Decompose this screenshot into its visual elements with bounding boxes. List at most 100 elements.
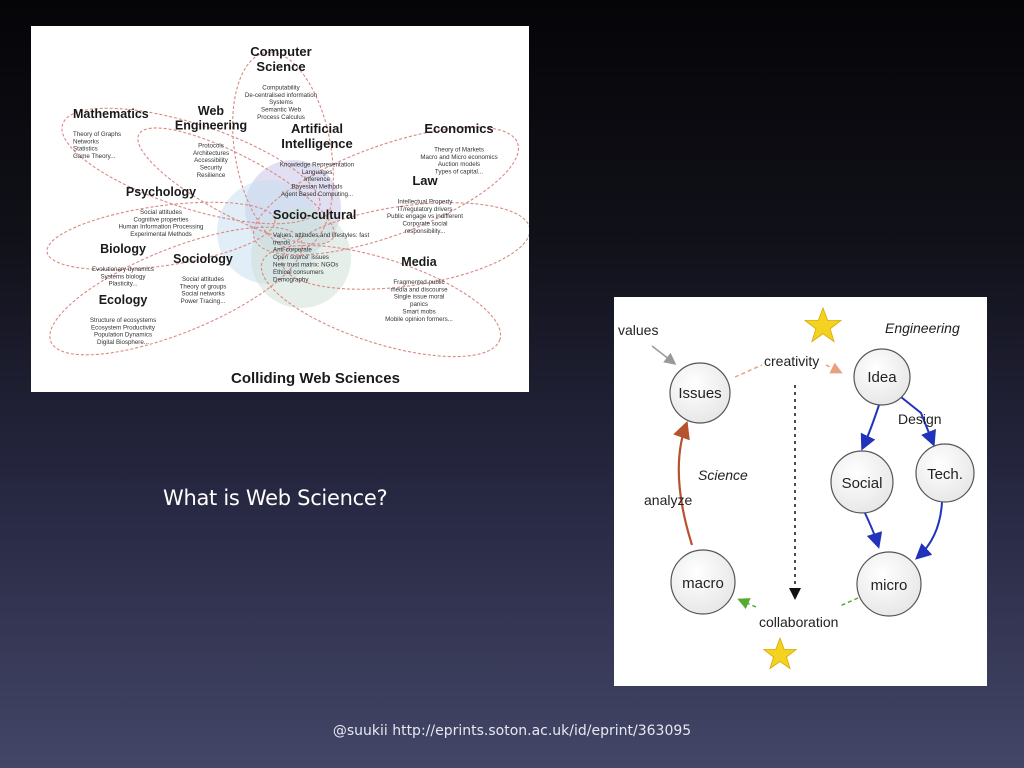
venn-group-item: Single issue moral [394,294,445,301]
venn-group-item: Agent Based Computing... [281,191,354,198]
venn-group-heading: Artificial [291,121,343,136]
venn-group-heading: Media [401,255,437,269]
collaboration-dash-right [839,597,859,607]
cycle-diagram: Issues Idea Social Tech. macro micro val… [618,306,975,670]
venn-group-item: Ethical consumers [273,269,324,276]
venn-group-heading: Engineering [175,119,247,133]
idea-to-tech-arrow [895,392,936,447]
venn-group-item: Cognitive properties [133,216,188,223]
venn-group-item: Security [200,165,223,172]
venn-group-item: Computability [262,84,300,91]
venn-group-heading: Biology [100,242,146,256]
engineering-label: Engineering [885,320,960,336]
venn-group-item: Networks [73,138,99,145]
node-issues: Issues [669,362,731,424]
star-icon [803,306,843,343]
venn-group-heading: Intelligence [281,136,353,151]
venn-group-item: IT/regulatory drivers [397,206,452,213]
venn-petal [46,201,276,271]
venn-group-item: Bayesian Methods [292,184,343,191]
star-icon [762,636,798,670]
venn-group-item: Public engage vs indifferent [387,213,463,220]
venn-group-item: Systems [269,99,293,106]
venn-group-item: panics [410,301,428,308]
node-idea-label: Idea [867,369,897,386]
creativity-label: creativity [764,353,819,369]
node-social: Social [830,450,894,514]
venn-group-item: Game Theory... [73,153,116,160]
venn-group-item: Plasticity... [108,281,137,288]
social-to-micro-arrow [863,510,883,549]
venn-group-item: Inference [304,176,330,183]
analyze-arrow [673,420,694,546]
venn-labels: ComputerScienceComputabilityDe-centralis… [73,44,498,346]
venn-group-item: Types of capital... [435,169,483,176]
venn-group-item: Intellectual Property [398,198,454,205]
venn-group-item: trends [273,239,290,246]
venn-group-item: Experimental Methods [130,231,192,238]
venn-group-heading: Mathematics [73,107,149,121]
design-label: Design [898,411,942,427]
venn-group-item: Mobile opinion formers... [385,316,453,323]
node-tech-label: Tech. [927,466,963,483]
venn-petal [137,127,335,245]
values-label: values [618,322,658,338]
venn-group-item: Ecosystem Productivity [91,324,156,331]
venn-group-item: Evolutionary dynamics [92,266,154,273]
venn-group-item: Digital Biosphere... [97,339,149,346]
venn-group-heading: Law [412,173,438,188]
node-macro: macro [670,549,736,615]
venn-group-item: Theory of Markets [434,146,484,153]
venn-group-item: Social attitudes [140,209,182,216]
node-micro-label: micro [871,577,908,594]
science-label: Science [698,467,748,483]
venn-group-item: Systems biology [100,273,146,280]
venn-group-item: Open source' issues [273,254,329,261]
venn-group-item: Theory of groups [180,283,227,290]
venn-group-item: Languages [302,169,333,176]
venn-group-item: Anti-corporate [273,247,312,254]
venn-group-heading: Science [256,59,305,74]
venn-group-item: New trust matrix: NGOs [273,262,338,269]
venn-group-item: Power Tracing... [181,298,226,305]
venn-petal [281,202,529,290]
values-arrow [651,345,677,365]
venn-group-item: Architectures [193,150,229,157]
collaboration-label: collaboration [759,614,838,630]
venn-petal [232,51,334,251]
venn-petal [260,244,502,358]
venn-group-item: Resilience [197,172,226,179]
venn-group-item: Values, attitudes and lifestyles: fast [273,232,369,239]
venn-title: Colliding Web Sciences [231,370,400,387]
venn-group-heading: Computer [250,44,311,59]
node-micro: micro [856,551,922,617]
collaboration-arrow [737,598,757,610]
venn-group-item: responsibility... [405,228,446,235]
analyze-label: analyze [644,492,692,508]
venn-group-item: Smart mobs [402,309,435,316]
tech-to-micro-arrow [915,501,943,560]
venn-group-item: Auction models [438,161,480,168]
venn-group-heading: Ecology [99,293,148,307]
venn-diagram: ComputerScienceComputabilityDe-centralis… [46,44,529,387]
venn-group-item: Protocols [198,142,224,149]
venn-group-item: Structure of ecosystems [90,317,156,324]
venn-group-heading: Psychology [126,185,196,199]
venn-group-item: Fragmented public [393,279,444,286]
node-idea: Idea [853,348,911,406]
credit-line: @suukii http://eprints.soton.ac.uk/id/ep… [332,723,692,739]
venn-group-item: Corporate social [402,221,447,228]
venn-group-item: Social attitudes [182,276,224,283]
venn-group-item: Human Information Processing [119,224,205,231]
venn-group-item: Theory of Graphs [73,131,121,138]
venn-group-heading: Socio-cultural [273,208,356,222]
science-engineering-cycle-panel: Issues Idea Social Tech. macro micro val… [614,297,987,686]
node-issues-label: Issues [678,385,721,402]
node-social-label: Social [842,475,883,492]
venn-group-item: media and discourse [390,286,448,293]
venn-petal [49,226,303,356]
venn-group-item: Demography [273,276,309,283]
node-tech: Tech. [915,443,975,503]
venn-group-heading: Sociology [173,252,233,266]
